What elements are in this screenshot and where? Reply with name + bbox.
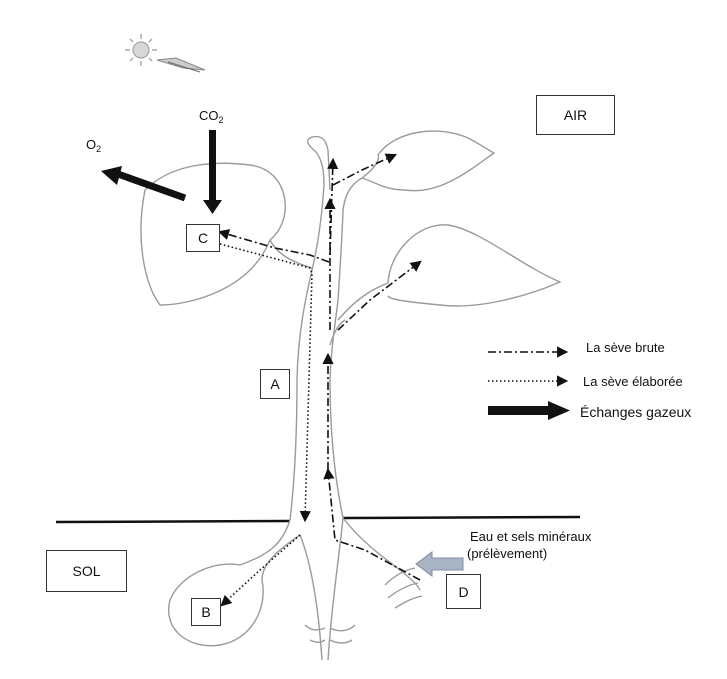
uptake-arrow xyxy=(415,551,464,577)
o2-subscript: 2 xyxy=(96,144,102,154)
marker-a: A xyxy=(260,369,290,399)
legend-raw-sap-label: La sève brute xyxy=(586,340,665,355)
o2-arrow xyxy=(101,166,187,202)
legend-gas-exchange-symbol xyxy=(488,401,570,420)
o2-text: O xyxy=(86,137,97,152)
co2-label: CO2 xyxy=(199,108,224,125)
legend-gas-exchange-label: Échanges gazeux xyxy=(580,404,692,420)
plant-outline xyxy=(140,130,562,661)
soil-zone-label: SOL xyxy=(46,550,127,592)
marker-d: D xyxy=(446,574,481,609)
marker-c: C xyxy=(186,224,220,252)
ground-line xyxy=(55,515,581,524)
raw-sap-path xyxy=(217,153,422,581)
air-zone-label: AIR xyxy=(536,95,615,135)
co2-arrow xyxy=(203,130,222,214)
o2-label: O2 xyxy=(86,137,102,154)
sun-icon xyxy=(125,34,206,73)
uptake-label-line2: (prélèvement) xyxy=(467,546,548,561)
co2-text: CO xyxy=(199,108,219,123)
uptake-label-line1: Eau et sels minéraux xyxy=(470,529,592,544)
co2-subscript: 2 xyxy=(218,115,224,125)
marker-b: B xyxy=(191,598,221,626)
legend-elaborated-sap-label: La sève élaborée xyxy=(583,374,683,389)
elaborated-sap-path xyxy=(219,243,313,607)
